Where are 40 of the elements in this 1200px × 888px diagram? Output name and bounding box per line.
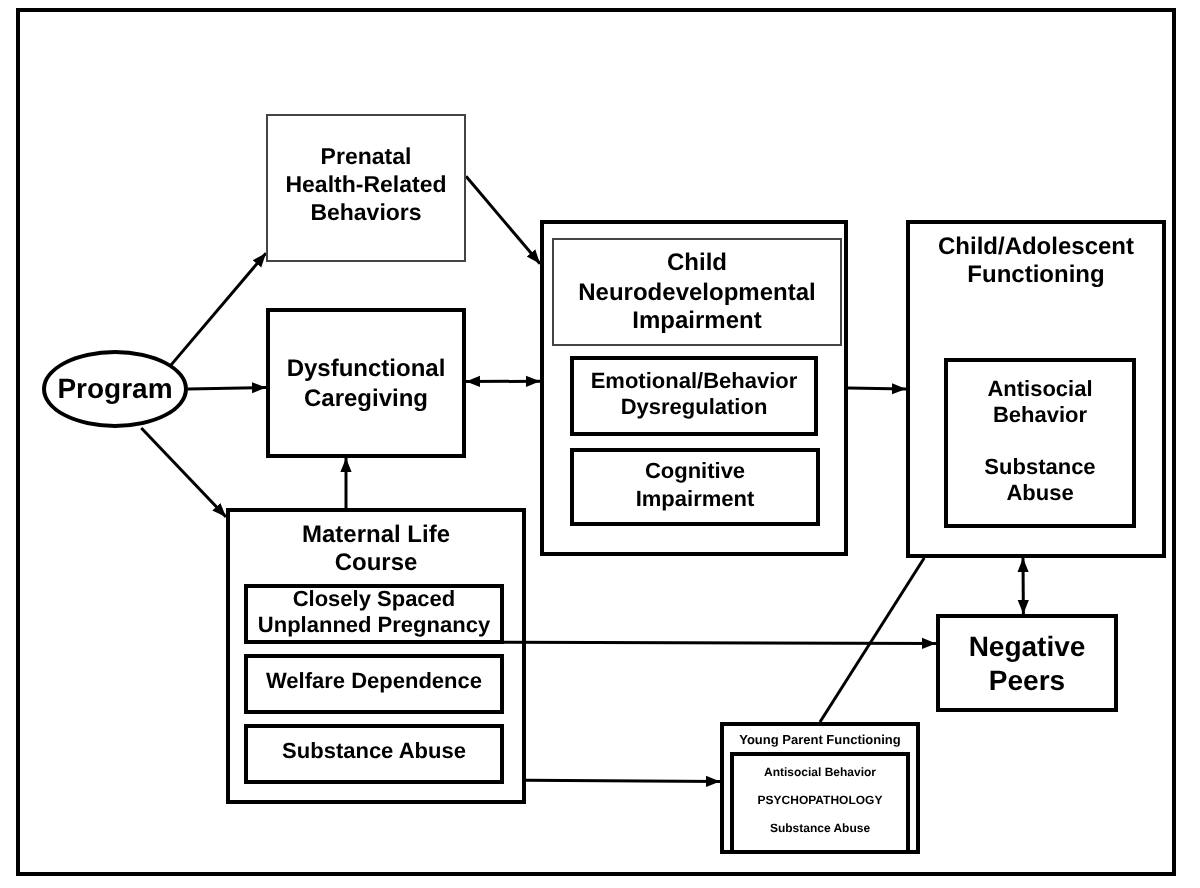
process-box bbox=[944, 358, 1136, 528]
arrow bbox=[847, 383, 907, 395]
arrow bbox=[1017, 558, 1029, 614]
process-box bbox=[244, 584, 504, 644]
node-label: Program bbox=[57, 372, 173, 406]
arrow bbox=[464, 175, 542, 265]
process-box bbox=[730, 752, 910, 854]
group-box bbox=[720, 722, 920, 854]
node-label: Cognitive Impairment bbox=[633, 460, 757, 514]
node-label: Substance Abuse bbox=[982, 455, 1098, 508]
arrow bbox=[504, 637, 936, 649]
node-label: Dysfunctional Caregiving bbox=[284, 354, 448, 412]
node-label: Emotional/Behavior Dysregulation bbox=[588, 369, 800, 423]
node-label: Substance Abuse bbox=[282, 740, 466, 768]
process-box bbox=[936, 614, 1118, 712]
group-heading: Child/Adolescent Functioning bbox=[935, 232, 1136, 290]
group-box bbox=[540, 220, 848, 556]
group-box bbox=[226, 508, 526, 804]
process-box bbox=[266, 308, 466, 458]
arrow bbox=[187, 382, 267, 394]
process-box bbox=[244, 724, 504, 784]
process-box bbox=[570, 356, 818, 436]
group-heading: Maternal Life Course bbox=[299, 520, 452, 578]
node-label: Child Neurodevelopmental Impairment bbox=[576, 248, 818, 336]
node-label: Prenatal Health-Related Behaviors bbox=[283, 146, 449, 230]
node-label: Antisocial Behavior bbox=[985, 378, 1095, 431]
node-label: Closely Spaced Unplanned Pregnancy bbox=[255, 587, 493, 641]
arrow bbox=[169, 252, 268, 367]
program-ellipse bbox=[42, 350, 188, 428]
arrow bbox=[466, 375, 540, 388]
arrow bbox=[526, 775, 720, 787]
heading-box bbox=[552, 238, 842, 346]
process-box bbox=[266, 114, 466, 262]
node-label: Negative Peers bbox=[966, 629, 1088, 697]
process-box bbox=[244, 654, 504, 714]
node-label: Welfare Dependence bbox=[265, 670, 482, 698]
arrow bbox=[140, 426, 228, 518]
arrow bbox=[340, 458, 352, 508]
process-box bbox=[570, 448, 820, 526]
group-box bbox=[906, 220, 1166, 558]
